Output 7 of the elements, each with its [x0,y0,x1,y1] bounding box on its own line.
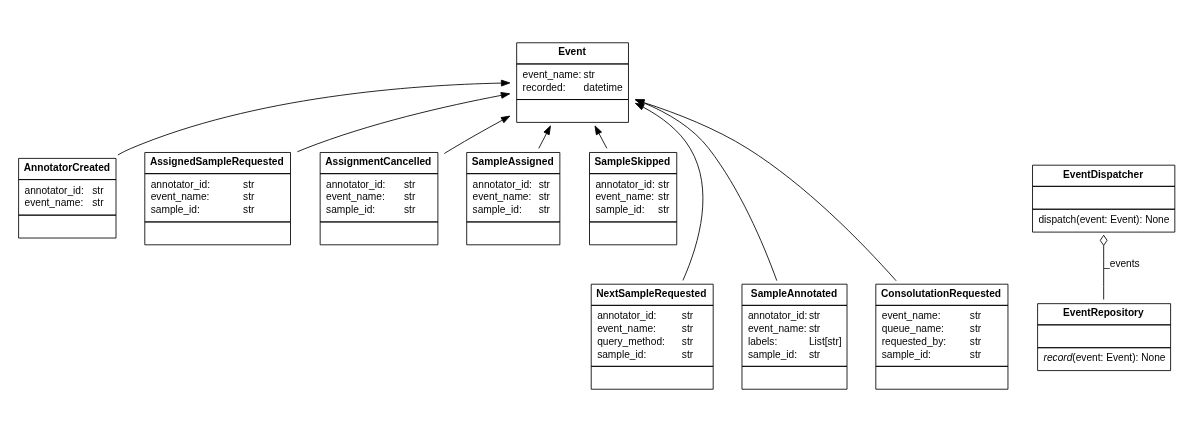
arrow [296,92,511,153]
arrow [117,79,511,156]
arrow [443,115,511,154]
connector [1099,234,1108,300]
arrow [594,125,608,149]
arrow [538,125,551,149]
edge-label: _events [1104,257,1140,269]
